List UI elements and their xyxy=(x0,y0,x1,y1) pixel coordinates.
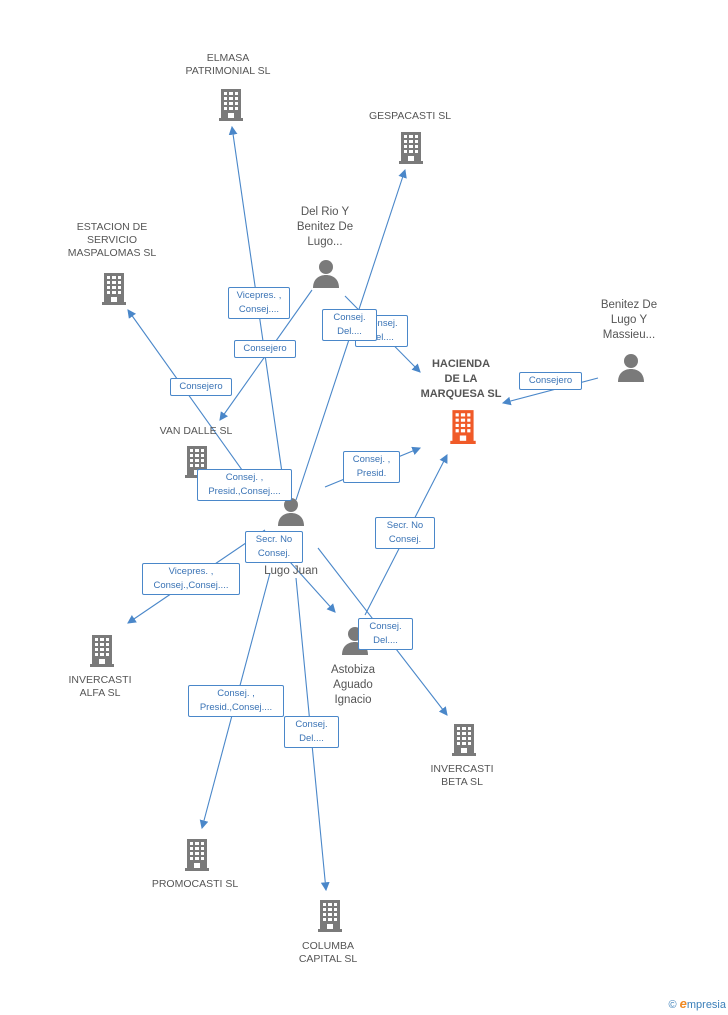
edge-label[interactable]: Secr. No Consej. xyxy=(375,517,435,549)
node-label-invalfa[interactable]: INVERCASTI ALFA SL xyxy=(68,674,132,699)
building-icon xyxy=(90,635,114,667)
edge xyxy=(501,377,599,406)
node-label-gespacasti[interactable]: GESPACASTI SL xyxy=(368,110,452,122)
node-label-promocasti[interactable]: PROMOCASTI SL xyxy=(151,878,239,890)
brand-logo: © empresia xyxy=(668,996,726,1011)
edge-label[interactable]: Consej. , Presid.,Consej.... xyxy=(197,469,292,501)
node-label-benitez[interactable]: Benitez De Lugo Y Massieu... xyxy=(600,299,658,341)
edge-label[interactable]: Consej. Del.... xyxy=(358,618,413,650)
edge-label[interactable]: Vicepres. , Consej.,Consej.... xyxy=(142,563,240,595)
person-icon xyxy=(313,260,339,288)
edge-label[interactable]: Consej. Del.... xyxy=(322,309,377,341)
building-icon xyxy=(399,132,423,164)
building-icon xyxy=(318,900,342,932)
edge-label[interactable]: Consejero xyxy=(234,340,296,358)
edge-label[interactable]: Consejero xyxy=(170,378,232,396)
edge-label[interactable]: Secr. No Consej. xyxy=(245,531,303,563)
edge-label[interactable]: Consej. , Presid. xyxy=(343,451,400,483)
brand-e: e xyxy=(679,996,687,1011)
node-label-elmasa[interactable]: ELMASA PATRIMONIAL SL xyxy=(185,52,271,77)
edge-label[interactable]: Vicepres. , Consej.... xyxy=(228,287,290,319)
node-label-astobiza[interactable]: Astobiza Aguado Ignacio xyxy=(330,664,376,706)
copyright-icon: © xyxy=(668,999,677,1011)
edge-label[interactable]: Consejero xyxy=(519,372,582,390)
node-label-vandalle[interactable]: VAN DALLE SL xyxy=(159,425,233,437)
node-label-columba[interactable]: COLUMBA CAPITAL SL xyxy=(298,940,358,965)
brand-name: mpresia xyxy=(686,999,726,1011)
edge-label[interactable]: Consej. , Presid.,Consej.... xyxy=(188,685,284,717)
building-icon xyxy=(452,724,476,756)
person-icon xyxy=(618,354,644,382)
building-icon xyxy=(185,839,209,871)
node-label-estacion[interactable]: ESTACION DE SERVICIO MASPALOMAS SL xyxy=(67,221,157,259)
node-label-invbeta[interactable]: INVERCASTI BETA SL xyxy=(430,763,494,788)
building-icon xyxy=(102,273,126,305)
edge-label[interactable]: Consej. Del.... xyxy=(284,716,339,748)
person-icon xyxy=(278,498,304,526)
building-icon xyxy=(219,89,243,121)
edge xyxy=(127,309,263,499)
building-icon-focus xyxy=(450,410,476,444)
node-label-delrio[interactable]: Del Rio Y Benitez De Lugo... xyxy=(296,206,354,248)
node-label-hacienda[interactable]: HACIENDA DE LA MARQUESA SL xyxy=(420,358,502,400)
